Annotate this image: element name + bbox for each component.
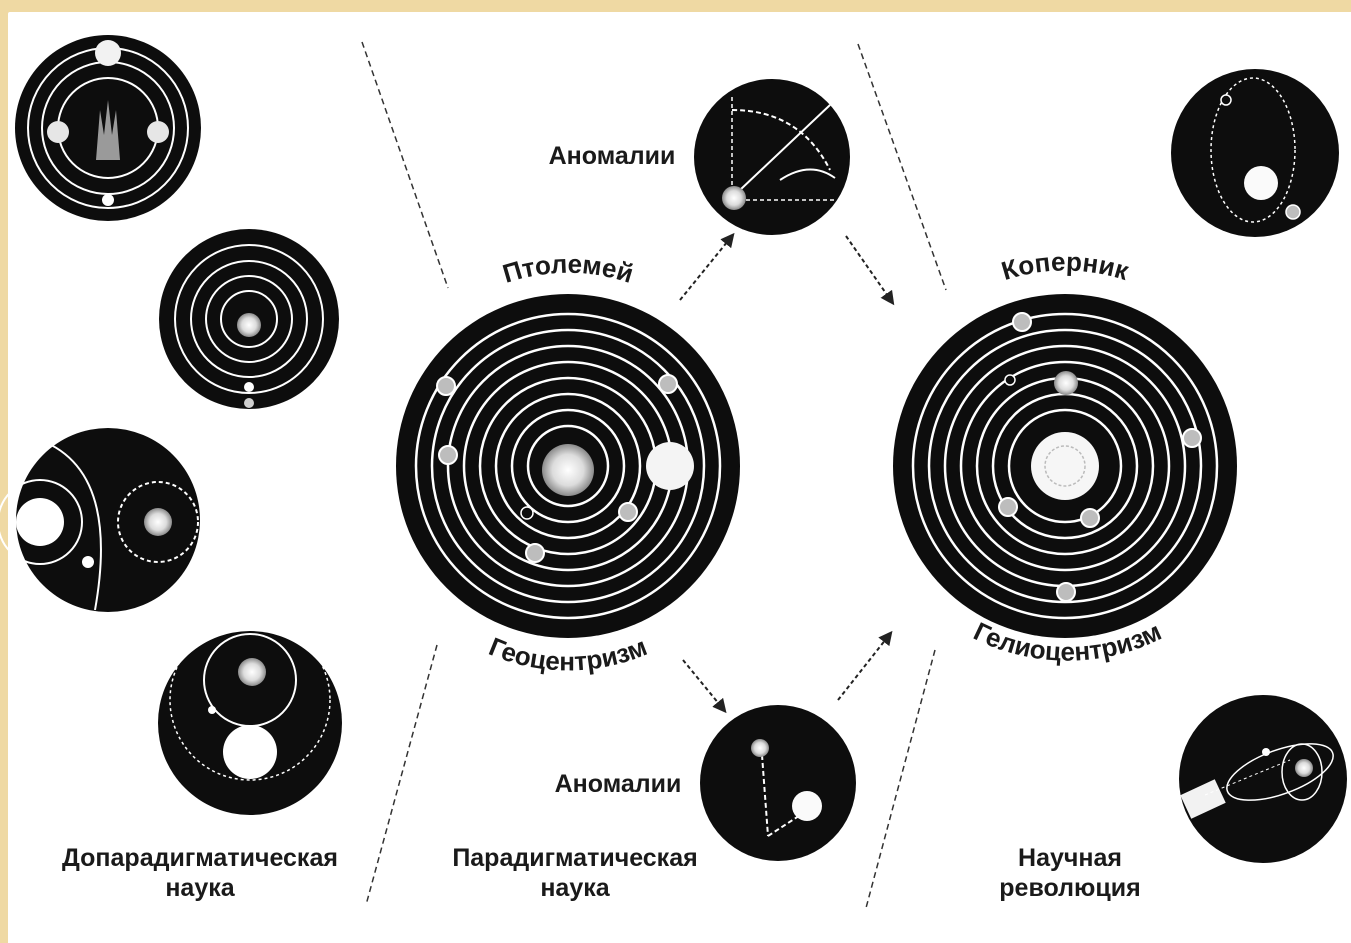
caption-scientific-revolution: Научная революция: [960, 843, 1180, 903]
label-anomalies-bottom: Аномалии: [555, 770, 682, 798]
caption-pre-paradigm-science: Допарадигматическая наука: [30, 843, 370, 903]
pre-paradigm-circle-1: [15, 35, 201, 221]
arrow-anomalies-top-to-copernicus: [846, 236, 892, 302]
pre-paradigm-circle-4: [158, 620, 342, 815]
anomalies-top-circle: [694, 79, 850, 235]
caption-paradigm-line1: Парадигматическая: [420, 843, 730, 873]
caption-revolution-line1: Научная: [960, 843, 1180, 873]
label-anomalies-top: Аномалии: [549, 142, 676, 170]
label-ptolemy: Птолемей: [499, 249, 637, 289]
divider-upper-left: [362, 42, 448, 288]
label-copernicus: Коперник: [998, 246, 1133, 286]
anomalies-bottom-circle: [700, 705, 856, 861]
pre-paradigm-circle-2: [159, 229, 339, 409]
caption-pre-paradigm-line1: Допарадигматическая: [30, 843, 370, 873]
copernicus-heliocentric-system: [893, 294, 1237, 638]
divider-upper-right: [858, 44, 946, 290]
divider-lower-right: [866, 650, 935, 908]
revolution-circle-bottom: [1179, 695, 1347, 863]
arrow-ptolemy-to-anomalies-top: [680, 236, 732, 300]
ptolemy-geocentric-system: [396, 294, 740, 638]
caption-paradigm-line2: наука: [420, 873, 730, 903]
arrow-anomalies-bottom-to-copernicus: [838, 634, 890, 700]
arrow-ptolemy-to-anomalies-bottom: [683, 660, 724, 710]
caption-revolution-line2: революция: [960, 873, 1180, 903]
pre-paradigm-circle-3: [0, 428, 200, 612]
revolution-circle-top: [1171, 69, 1339, 237]
caption-paradigm-science: Парадигматическая наука: [420, 843, 730, 903]
caption-pre-paradigm-line2: наука: [30, 873, 370, 903]
